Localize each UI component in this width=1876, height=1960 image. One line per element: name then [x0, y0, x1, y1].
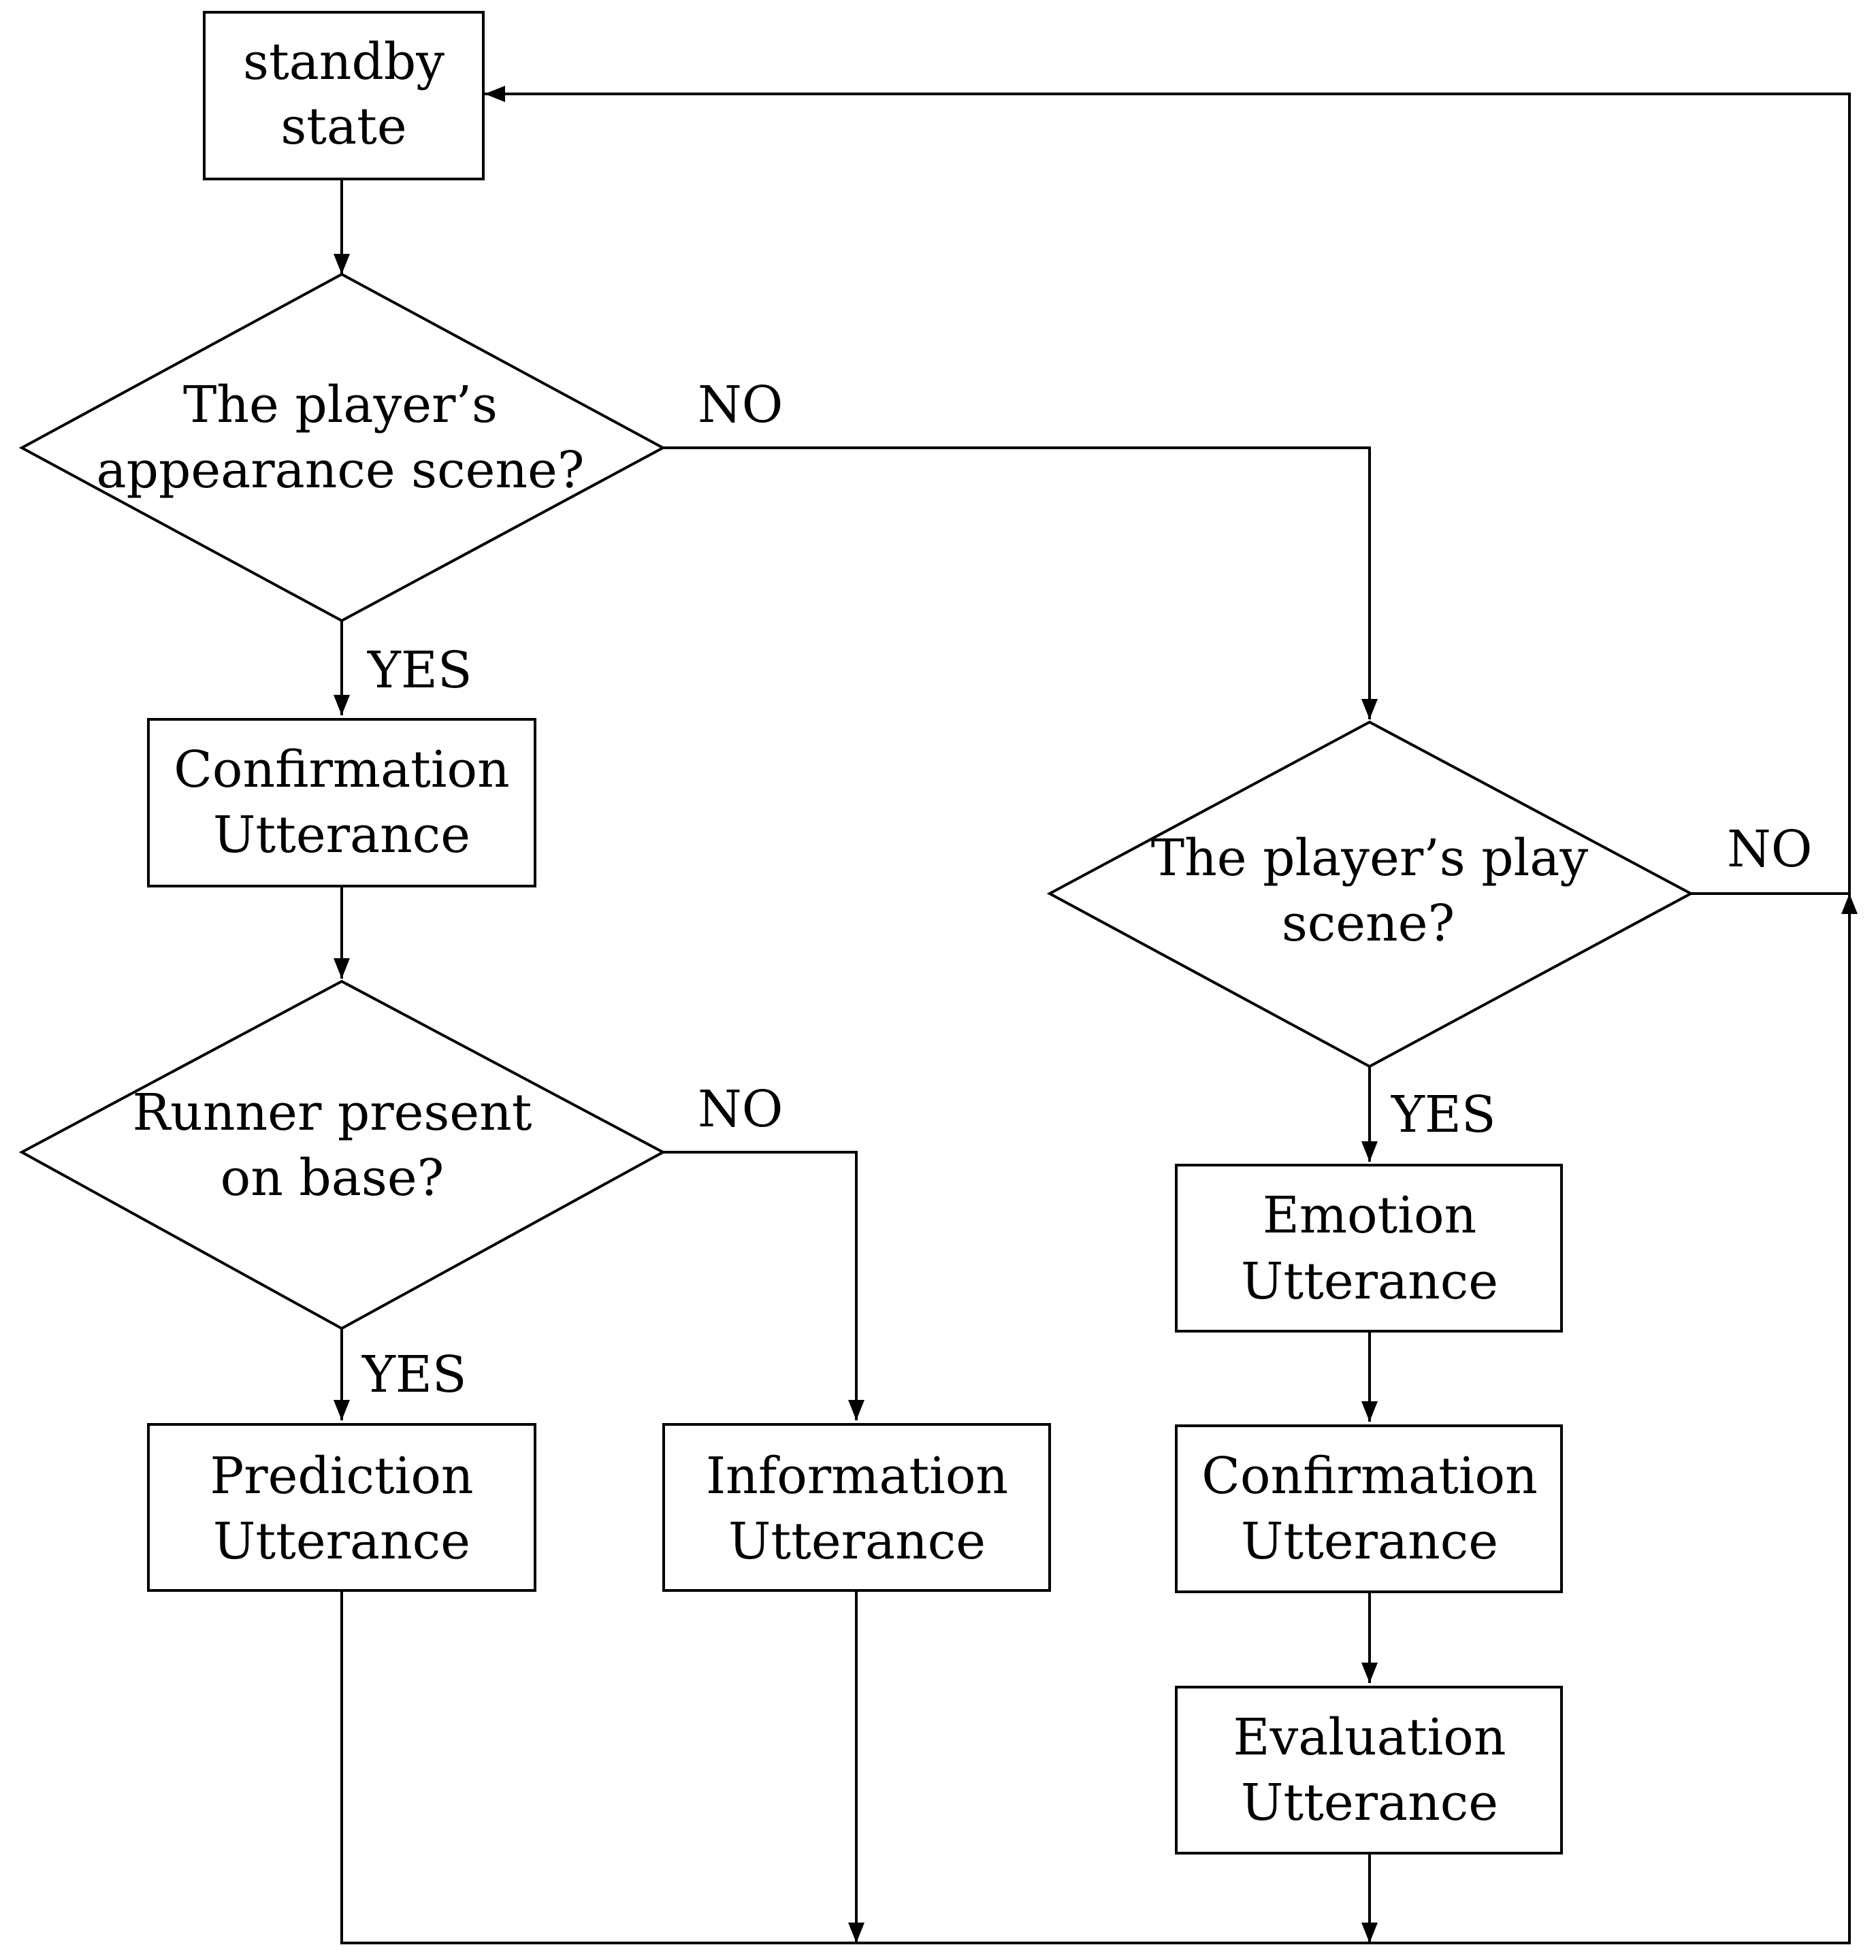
prediction-box: [147, 1423, 536, 1592]
emotion-line2: Utterance: [1241, 1252, 1498, 1311]
node-runner-decision: Runner present on base?: [18, 979, 666, 1330]
evaluation-box: [1175, 1686, 1563, 1855]
runner-label-line1: Runner present: [132, 1083, 532, 1142]
evaluation-line2: Utterance: [1241, 1774, 1498, 1832]
appearance-label-line2: appearance scene?: [96, 441, 584, 500]
label-runner-no: NO: [698, 1080, 783, 1139]
label-appearance-no: NO: [698, 376, 783, 434]
evaluation-line1: Evaluation: [1233, 1708, 1506, 1767]
confirmation-left-line1: Confirmation: [174, 740, 509, 799]
label-runner-yes: YES: [361, 1345, 467, 1404]
node-confirmation-utterance-left: Confirmation Utterance: [147, 718, 536, 887]
play-label-line1: The player’s play: [1151, 829, 1589, 887]
confirmation-left-box: [147, 718, 536, 887]
node-play-decision: The player’s play scene?: [1046, 720, 1694, 1068]
confirmation-right-line1: Confirmation: [1201, 1447, 1537, 1505]
node-information-utterance: Information Utterance: [662, 1423, 1051, 1592]
label-play-yes: YES: [1391, 1085, 1496, 1144]
appearance-label-line1: The player’s: [183, 376, 498, 434]
play-label-line2: scene?: [1282, 894, 1455, 953]
emotion-line1: Emotion: [1263, 1186, 1476, 1245]
play-diamond: [1046, 720, 1694, 1068]
node-confirmation-utterance-right: Confirmation Utterance: [1175, 1424, 1563, 1593]
confirmation-right-box: [1175, 1424, 1563, 1593]
runner-label-line2: on base?: [221, 1149, 444, 1207]
standby-box: [203, 11, 485, 180]
confirmation-right-line2: Utterance: [1241, 1512, 1498, 1571]
edge-bottom-bus: [340, 894, 1858, 1944]
edge-runner-no: [663, 1151, 864, 1420]
information-box: [662, 1423, 1051, 1592]
label-appearance-yes: YES: [367, 641, 472, 700]
node-standby-state: standby state: [203, 11, 485, 180]
edge-appearance-no: [663, 446, 1378, 719]
label-play-no: NO: [1727, 820, 1812, 879]
node-evaluation-utterance: Evaluation Utterance: [1175, 1686, 1563, 1855]
runner-diamond: [18, 979, 666, 1330]
emotion-box: [1175, 1164, 1563, 1333]
confirmation-left-line2: Utterance: [213, 806, 470, 864]
standby-label-line2: state: [280, 97, 406, 156]
information-line1: Information: [706, 1447, 1008, 1505]
node-emotion-utterance: Emotion Utterance: [1175, 1164, 1563, 1333]
standby-label-line1: standby: [243, 33, 444, 91]
edges: [334, 86, 1858, 1944]
information-line2: Utterance: [728, 1512, 986, 1571]
prediction-line1: Prediction: [210, 1447, 473, 1505]
prediction-line2: Utterance: [213, 1512, 470, 1571]
edge-play-no-loop: [485, 86, 1851, 895]
node-appearance-decision: The player’s appearance scene?: [18, 272, 666, 623]
node-prediction-utterance: Prediction Utterance: [147, 1423, 536, 1592]
appearance-diamond: [18, 272, 666, 623]
edge-labels: NO YES NO YES NO YES: [361, 376, 1812, 1404]
